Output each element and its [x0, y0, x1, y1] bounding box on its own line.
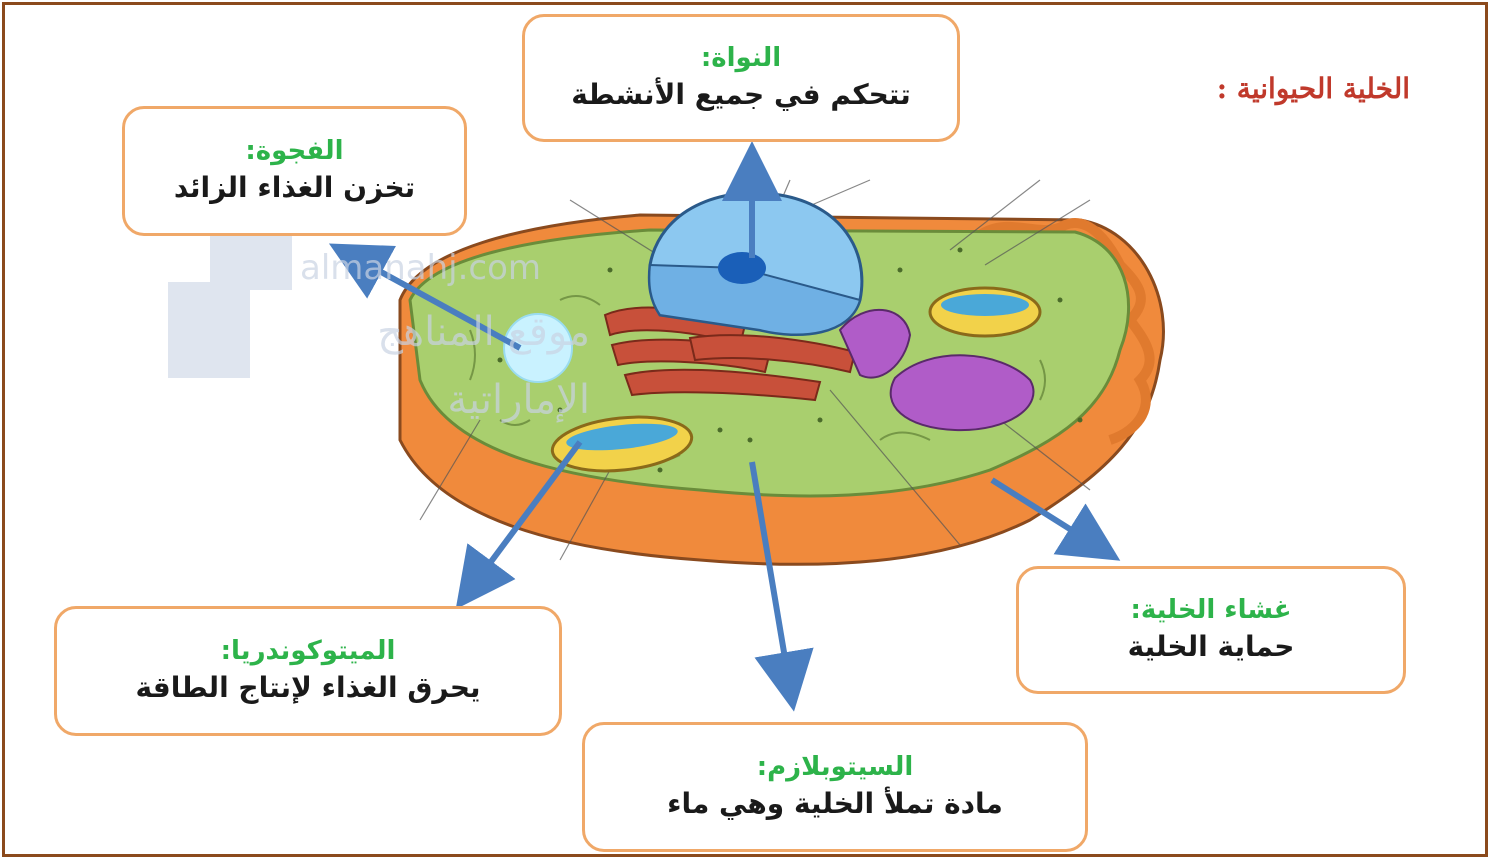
arrow-mitochondria	[455, 440, 583, 610]
label-vacuole-desc: تخزن الغذاء الزائد	[173, 171, 416, 204]
watermark: almanahj.com موقع المناهج الإماراتية	[300, 240, 590, 434]
mitochondrion-right	[928, 286, 1042, 338]
cell-membrane-ruffle	[977, 218, 1155, 445]
watermark-logo	[168, 232, 292, 378]
arrow-vacuole	[328, 243, 522, 351]
watermark-site-ar: موقع المناهج الإماراتية	[377, 308, 590, 423]
label-vacuole: الفجوة: تخزن الغذاء الزائد	[122, 106, 467, 236]
arrow-membrane	[990, 477, 1121, 561]
watermark-site: almanahj.com	[300, 248, 542, 288]
label-membrane: غشاء الخلية: حماية الخلية	[1016, 566, 1406, 694]
diagram-title: الخلية الحيوانية :	[1216, 72, 1410, 105]
label-nucleus-title: النواة:	[700, 43, 782, 74]
label-cytoplasm: السيتوبلازم: مادة تملأ الخلية وهي ماء	[582, 722, 1088, 852]
label-mitochondria-desc: يحرق الغذاء لإنتاج الطاقة	[135, 671, 481, 704]
label-nucleus-desc: تتحكم في جميع الأنشطة	[571, 78, 911, 111]
label-membrane-title: غشاء الخلية:	[1130, 595, 1292, 626]
mitochondrion-left	[550, 415, 694, 473]
nucleus	[647, 191, 864, 336]
label-cytoplasm-desc: مادة تملأ الخلية وهي ماء	[667, 787, 1003, 820]
label-mitochondria-title: الميتوكوندريا:	[220, 636, 396, 667]
cytoplasm-dots	[497, 247, 1083, 473]
golgi-apparatus	[838, 308, 1035, 432]
label-membrane-desc: حماية الخلية	[1127, 630, 1295, 663]
vacuole	[503, 313, 573, 383]
arrow-cytoplasm	[749, 461, 814, 712]
label-cytoplasm-title: السيتوبلازم:	[756, 752, 914, 783]
label-mitochondria: الميتوكوندريا: يحرق الغذاء لإنتاج الطاقة	[54, 606, 562, 736]
label-nucleus: النواة: تتحكم في جميع الأنشطة	[522, 14, 960, 142]
label-vacuole-title: الفجوة:	[245, 136, 344, 167]
nucleolus	[718, 252, 766, 284]
